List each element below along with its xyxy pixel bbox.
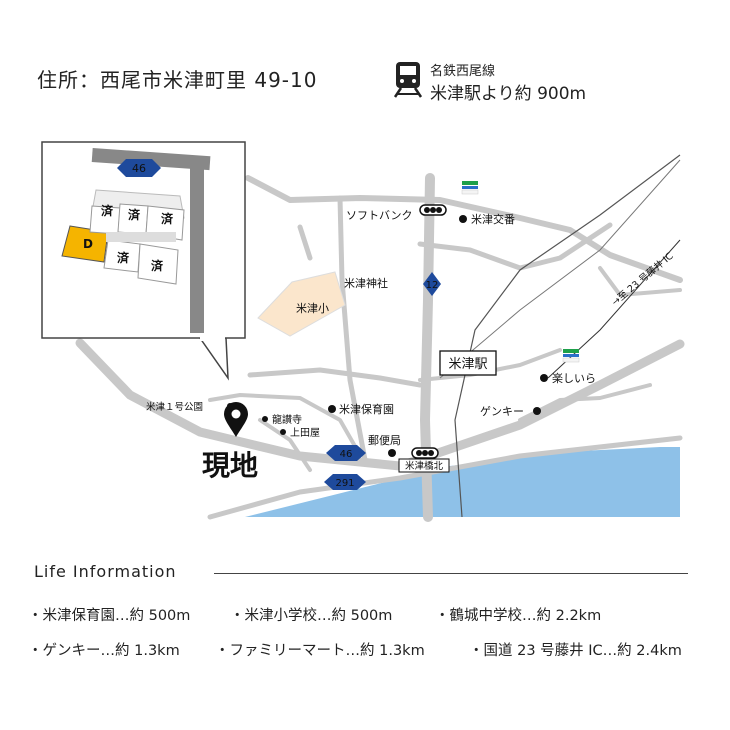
life-item: ・ファミリーマート…約 1.3km xyxy=(215,643,425,659)
softbank-label: ソフトバンク xyxy=(346,209,413,222)
kamitaya-label: 上田屋 xyxy=(290,427,320,439)
location-pin-icon xyxy=(224,402,248,437)
genky-label: ゲンキー xyxy=(480,405,524,418)
railway-line-2 xyxy=(439,159,681,379)
inset-lot-5: 済 xyxy=(151,258,164,273)
inset-route-shield: 46 xyxy=(117,159,161,177)
familymart-icon-2 xyxy=(562,349,580,363)
train-icon xyxy=(393,62,423,98)
inset-lot-1: 済 xyxy=(101,203,114,218)
life-item: ・米津保育園…約 500m xyxy=(28,608,191,624)
train-station-icon-2 xyxy=(411,447,439,459)
yubinkyoku-label: 郵便局 xyxy=(368,434,401,447)
inset-lot-2: 済 xyxy=(128,207,141,222)
river xyxy=(245,447,680,517)
inset-lot-4: 済 xyxy=(117,250,130,265)
life-item: ・米津小学校…約 500m xyxy=(230,608,393,624)
current-location-label: 現地 xyxy=(202,449,258,482)
familymart-icon xyxy=(461,181,479,195)
inset-selected-lot: D xyxy=(83,237,93,251)
route-291-shield: 291 xyxy=(324,474,366,490)
route-12-shield: 12 xyxy=(423,272,441,296)
koban-label: 米津交番 xyxy=(471,212,515,226)
station-distance: 米津駅より約 900m xyxy=(430,84,587,104)
jinja-label: 米津神社 xyxy=(344,276,388,290)
train-station-icon xyxy=(419,204,447,216)
life-info-title: Life Information xyxy=(34,562,177,581)
route-46-shield: 46 xyxy=(326,445,366,461)
school-label: 米津小 xyxy=(296,302,329,315)
route-46-label: 46 xyxy=(340,449,353,460)
inset-map xyxy=(61,147,211,333)
inset-route-number: 46 xyxy=(132,162,146,175)
life-info-divider xyxy=(214,573,688,574)
hoikuen-label: 米津保育園 xyxy=(339,402,394,416)
station-box: 米津駅 xyxy=(439,350,497,376)
address-text: 住所：西尾市米津町里 49-10 xyxy=(37,68,318,92)
line-name: 名鉄西尾線 xyxy=(430,64,496,79)
life-item: ・ゲンキー…約 1.3km xyxy=(28,643,180,659)
hashikita-label: 米津橋北 xyxy=(405,460,444,472)
koen-label: 米津１号公園 xyxy=(146,401,203,413)
inset-pointer xyxy=(198,337,229,381)
inset-lot-3: 済 xyxy=(161,211,174,226)
life-item: ・鶴城中学校…約 2.2km xyxy=(435,608,602,624)
railway-line xyxy=(454,154,681,518)
ryusanji-label: 龍讃寺 xyxy=(272,413,302,426)
station-name: 米津駅 xyxy=(448,357,487,372)
tanoshiira-label: 楽しいら xyxy=(552,372,596,385)
school-area xyxy=(257,271,346,337)
route-12-label: 12 xyxy=(426,280,439,291)
life-item: ・国道 23 号藤井 IC…約 2.4km xyxy=(469,643,682,659)
route-291-label: 291 xyxy=(335,478,354,489)
